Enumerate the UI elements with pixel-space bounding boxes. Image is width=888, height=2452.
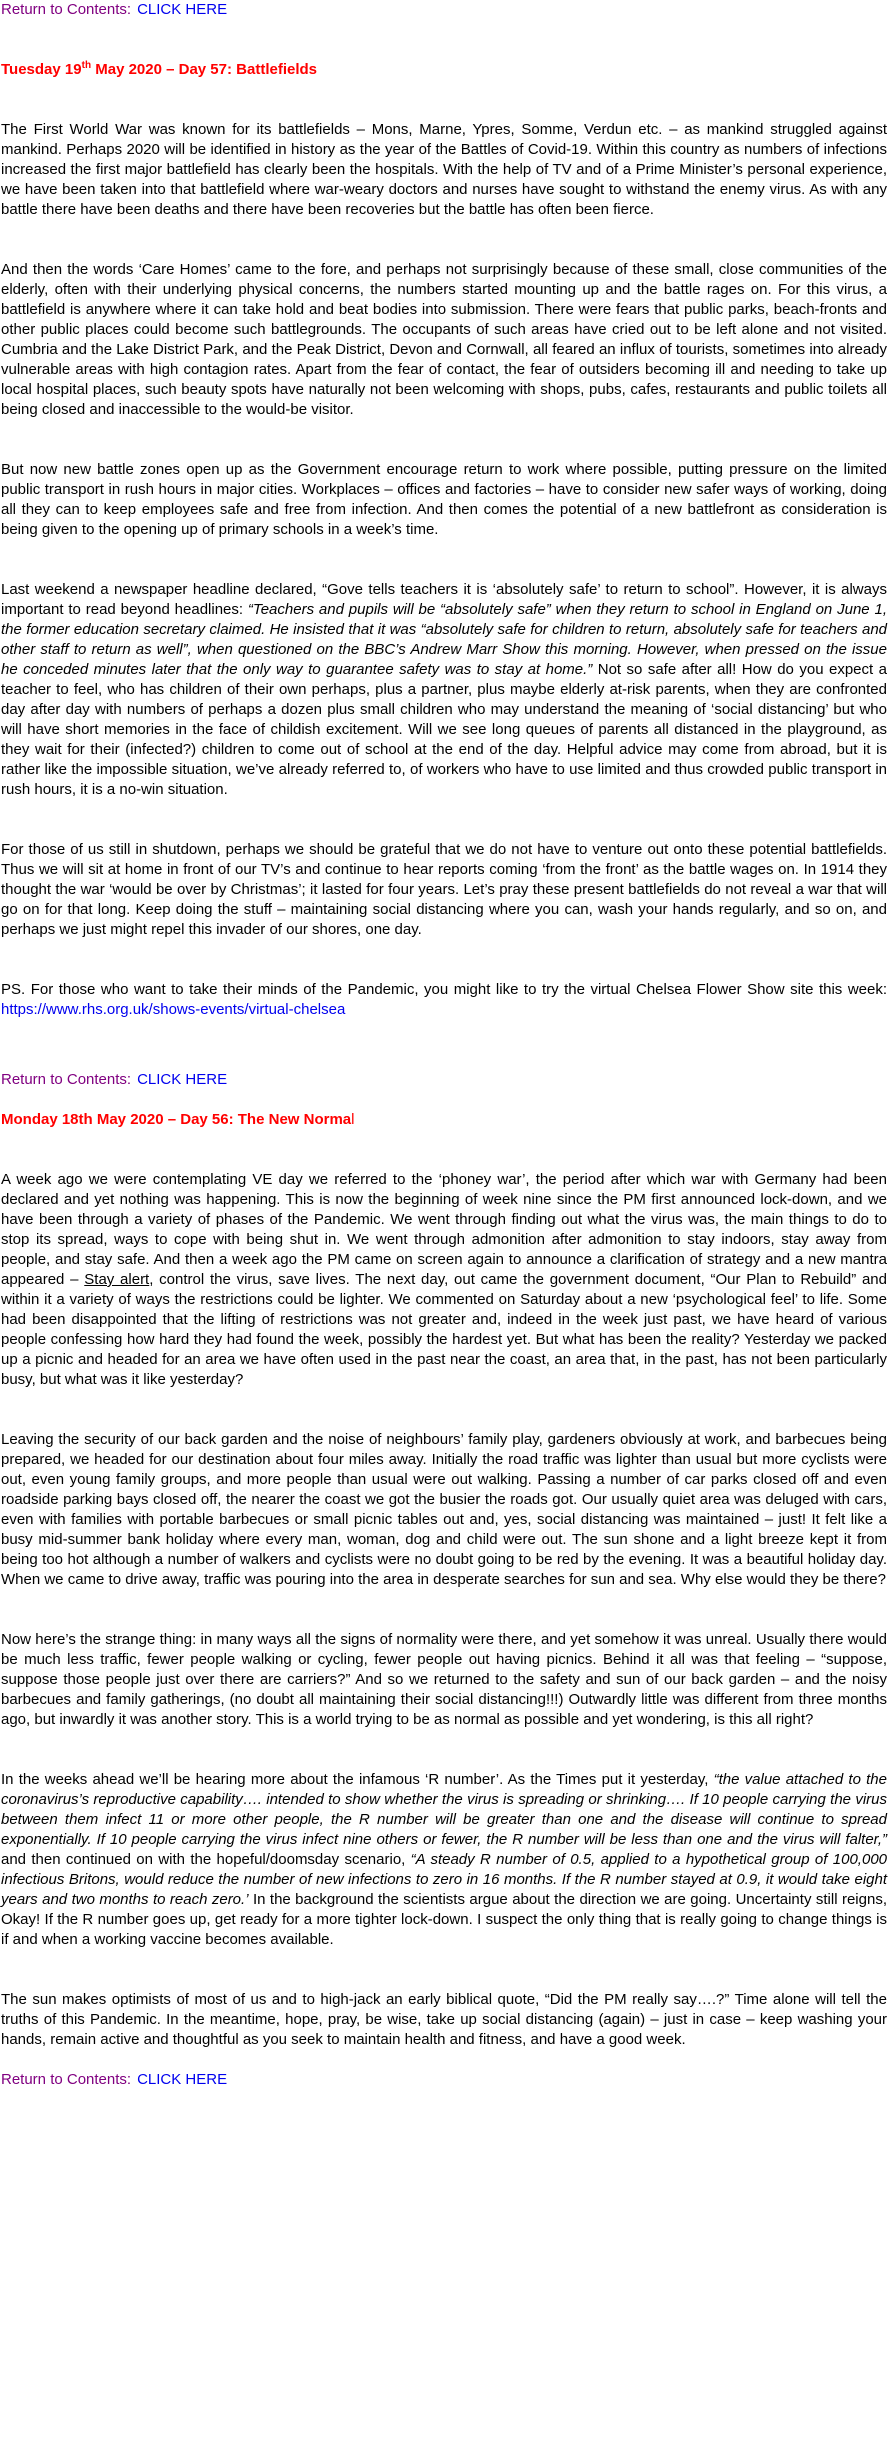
paragraph-text: Last weekend a newspaper headline declar… xyxy=(1,581,887,618)
heading-day-57-title: May 2020 – Day 57: Battlefields xyxy=(91,61,318,78)
day-57-paragraph-3: But now new battle zones open up as the … xyxy=(1,461,887,538)
day-57-paragraph-1: The First World War was known for its ba… xyxy=(1,121,887,218)
quotation: “Teachers and pupils will be “absolutely… xyxy=(1,601,888,678)
heading-day-56-last-letter: l xyxy=(351,1111,355,1128)
paragraph-text: A week ago we were contemplating VE day … xyxy=(1,1171,887,1288)
day-56-paragraph-3: Now here’s the strange thing: in many wa… xyxy=(1,1631,887,1728)
return-label: Return to Contents: xyxy=(1,1,132,18)
heading-day-57-ordinal: th xyxy=(81,60,92,71)
day-57-paragraph-2: And then the words ‘Care Homes’ came to … xyxy=(1,261,887,418)
heading-day-57-date: Tuesday 19 xyxy=(1,61,82,78)
entry-heading-day-57: Tuesday 19th May 2020 – Day 57: Battlefi… xyxy=(1,60,887,80)
click-here-link[interactable]: CLICK HERE xyxy=(137,1071,228,1088)
day-57-paragraph-5: For those of us still in shutdown, perha… xyxy=(1,841,887,938)
return-to-contents-middle: Return to Contents: CLICK HERE xyxy=(1,1070,887,1090)
paragraph-text: In the background the scientists argue a… xyxy=(1,1891,887,1948)
postscript-text: PS. For those who want to take their min… xyxy=(1,981,887,998)
day-56-paragraph-2: Leaving the security of our back garden … xyxy=(1,1431,887,1588)
day-56-paragraph-1: A week ago we were contemplating VE day … xyxy=(1,1170,887,1390)
quotation: “the value attached to the coronavirus’s… xyxy=(1,1771,887,1848)
underlined-text: Stay alert xyxy=(84,1271,150,1288)
day-56-paragraph-5: The sun makes optimists of most of us an… xyxy=(1,1991,887,2048)
return-label: Return to Contents: xyxy=(1,2071,132,2088)
day-57-paragraph-4: Last weekend a newspaper headline declar… xyxy=(1,580,887,800)
heading-day-56-title: Monday 18th May 2020 – Day 56: The New N… xyxy=(1,1111,352,1128)
document-page: Return to Contents: CLICK HERE Tuesday 19… xyxy=(1,0,887,2090)
paragraph-text: In the weeks ahead we’ll be hearing more… xyxy=(1,1771,714,1788)
click-here-link[interactable]: CLICK HERE xyxy=(137,1,228,18)
paragraph-text: and then continued on with the hopeful/d… xyxy=(1,1851,411,1868)
return-label: Return to Contents: xyxy=(1,1071,132,1088)
day-57-postscript: PS. For those who want to take their min… xyxy=(1,980,887,1020)
return-to-contents-top: Return to Contents: CLICK HERE xyxy=(1,0,887,20)
quotation: “A steady R number of 0.5, applied to a … xyxy=(1,1851,887,1908)
day-56-paragraph-4: In the weeks ahead we’ll be hearing more… xyxy=(1,1770,887,1950)
paragraph-text: Not so safe after all! How do you expect… xyxy=(1,661,887,798)
paragraph-text: , control the virus, save lives. The nex… xyxy=(1,1271,887,1388)
entry-heading-day-56: Monday 18th May 2020 – Day 56: The New N… xyxy=(1,1110,887,1130)
click-here-link[interactable]: CLICK HERE xyxy=(137,2071,228,2088)
virtual-chelsea-link[interactable]: https://www.rhs.org.uk/shows-events/virt… xyxy=(1,1001,346,1018)
return-to-contents-bottom: Return to Contents: CLICK HERE xyxy=(1,2070,887,2090)
